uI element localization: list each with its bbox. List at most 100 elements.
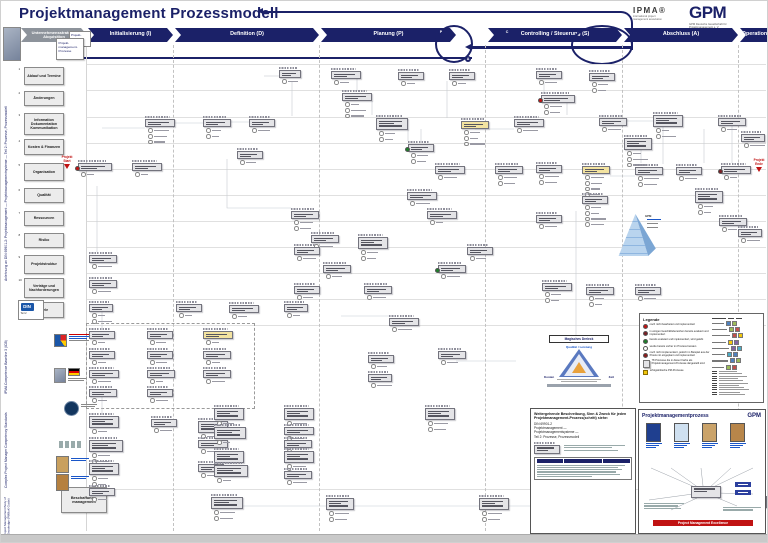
pmbok-book-2 bbox=[56, 474, 89, 491]
project-end-label: Projekt Ende bbox=[753, 158, 765, 166]
checkpoint-dot bbox=[150, 340, 155, 345]
icb-caption-bars bbox=[68, 334, 91, 342]
lane-line bbox=[87, 117, 766, 118]
process-card bbox=[653, 112, 683, 139]
process-card bbox=[89, 348, 115, 365]
process-card bbox=[151, 416, 177, 433]
checkpoint-dot bbox=[401, 81, 406, 86]
process-card bbox=[514, 116, 544, 133]
reference-books bbox=[646, 423, 762, 449]
process-card bbox=[89, 367, 119, 384]
sidebar-header-front: Projekt­management-Prozesse bbox=[56, 38, 84, 60]
process-card bbox=[147, 328, 173, 345]
icb-logo-card bbox=[54, 334, 91, 347]
checkpoint-dot bbox=[329, 511, 334, 516]
checkpoint-dot bbox=[679, 176, 684, 181]
status-dot bbox=[404, 147, 410, 153]
phase-arrow-3: Definition (D) bbox=[175, 28, 319, 42]
legend-dot bbox=[643, 345, 648, 351]
page-title: Projektmanagement Prozessmodell bbox=[19, 5, 279, 22]
process-card bbox=[237, 148, 263, 165]
phase-arrow-7: Operation bbox=[740, 28, 767, 42]
checkpoint-dot bbox=[464, 135, 469, 141]
checkpoint-dot bbox=[592, 87, 597, 93]
project-start-label: Projekt Start bbox=[61, 155, 73, 163]
process-card bbox=[284, 468, 312, 485]
pmbok-book-1 bbox=[56, 456, 89, 473]
sidebar-item-9: Projektstruktur bbox=[24, 255, 64, 274]
checkpoint-dot bbox=[585, 216, 590, 222]
checkpoint-dot bbox=[206, 379, 211, 384]
checkpoint-dot bbox=[544, 109, 549, 115]
reference-book-4 bbox=[730, 423, 746, 449]
process-card bbox=[635, 164, 663, 187]
sidebar-item-number: 2 bbox=[18, 91, 21, 95]
process-card bbox=[635, 284, 661, 301]
din-logo-text: DIN bbox=[20, 302, 34, 311]
checkpoint-dot bbox=[627, 156, 632, 162]
checkpoint-dot bbox=[698, 209, 703, 215]
process-card bbox=[358, 234, 388, 261]
excellence-banner: Project Management Excellence bbox=[653, 520, 753, 526]
checkpoint-dot bbox=[656, 133, 661, 139]
description-title: Weitergehende Beschreibung, Sinn & Zweck… bbox=[534, 412, 627, 421]
sidebar-item-6: Qualität bbox=[24, 188, 64, 203]
process-card bbox=[449, 69, 475, 86]
process-card bbox=[495, 163, 523, 186]
checkpoint-dot bbox=[539, 80, 544, 85]
process-card bbox=[586, 284, 614, 307]
card-stack-icon bbox=[643, 360, 650, 369]
process-card bbox=[599, 115, 627, 132]
checkpoint-dot bbox=[287, 313, 292, 318]
process-card bbox=[74, 160, 112, 177]
checkpoint-dot bbox=[498, 175, 503, 180]
triangle-right-label: Zeit bbox=[608, 375, 614, 379]
process-card bbox=[214, 424, 246, 445]
phase-arrow-4: Planung (P) bbox=[321, 28, 456, 42]
sidebar-item-number: 8 bbox=[18, 233, 21, 237]
gpm-logo-text: GPM bbox=[689, 3, 727, 22]
checkpoint-dot bbox=[585, 205, 590, 210]
process-card bbox=[291, 208, 319, 231]
project-end-marker: Projekt Ende bbox=[750, 158, 767, 173]
checkpoint-dot bbox=[452, 81, 457, 86]
lane-line bbox=[87, 90, 766, 91]
pmi-circle-logo bbox=[64, 401, 79, 416]
book-cover bbox=[646, 423, 661, 442]
checkpoint-dot bbox=[428, 421, 433, 426]
checkpoint-dot bbox=[150, 398, 155, 403]
checkpoint-dot bbox=[627, 151, 632, 156]
process-card bbox=[536, 162, 562, 185]
reference-book-1 bbox=[646, 423, 662, 449]
checkpoint-dot bbox=[334, 80, 339, 85]
process-card bbox=[461, 118, 489, 147]
process-card bbox=[536, 68, 562, 85]
legend-dot bbox=[643, 324, 648, 330]
book-cover bbox=[56, 456, 69, 473]
checkpoint-dot bbox=[724, 175, 729, 180]
process-card bbox=[132, 160, 162, 177]
cycle-loop-small bbox=[435, 25, 473, 63]
checkpoint-dot bbox=[589, 301, 594, 307]
triangle-base-bar bbox=[547, 384, 611, 387]
checkpoint-dot bbox=[539, 174, 544, 179]
process-card bbox=[404, 141, 434, 164]
cycle-letter-P: P bbox=[438, 29, 444, 35]
checkpoint-dot bbox=[294, 225, 299, 231]
process-card bbox=[398, 69, 424, 86]
checkpoint-dot bbox=[589, 296, 594, 301]
checkpoint-dot bbox=[367, 295, 372, 300]
lane-line bbox=[87, 247, 766, 248]
process-card bbox=[624, 135, 652, 168]
example-card-annotation bbox=[534, 441, 632, 454]
checkpoint-dot bbox=[92, 360, 97, 365]
checkpoint-dot bbox=[214, 515, 219, 521]
checkpoint-dot bbox=[539, 179, 544, 185]
phase-separator bbox=[738, 45, 739, 531]
checkpoint-dot bbox=[92, 497, 97, 502]
checkpoint-dot bbox=[154, 428, 159, 433]
checkpoint-dot bbox=[206, 360, 211, 365]
checkpoint-dot bbox=[517, 128, 522, 133]
triangle-top-label: Qualität / Leistung bbox=[565, 344, 593, 349]
